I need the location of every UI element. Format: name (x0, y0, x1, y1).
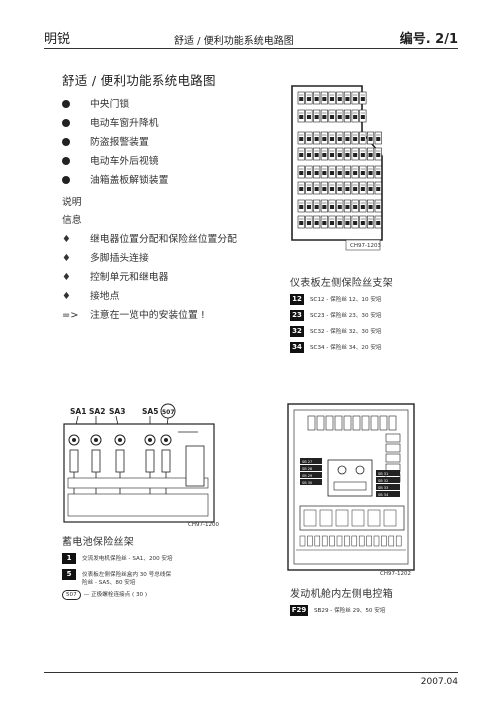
engine-caption: 发动机舱内左侧电控箱 (290, 589, 393, 600)
info-item: ♦控制单元和继电器 (62, 272, 169, 283)
bullet-dot-icon (62, 176, 70, 184)
engine-fuse-slot (343, 415, 352, 431)
battery-label-sa5: SA5 (142, 407, 158, 416)
engine-slot-label: SB 29 (302, 474, 312, 478)
footer-rule (44, 672, 458, 673)
panel-caption: 仪表板左侧保险丝支架 (290, 278, 393, 289)
info-item: ♦继电器位置分配和保险丝位置分配 (62, 234, 237, 245)
diamond-icon: ♦ (62, 291, 71, 302)
engine-slot-label: SB 28 (302, 467, 312, 471)
bullet-dot-icon (62, 100, 70, 108)
engine-code: CH97-1202 (380, 571, 411, 577)
engine-fuse-slot (370, 415, 379, 431)
feature-item: 中央门锁 (62, 96, 129, 110)
diamond-icon: ♦ (62, 253, 71, 264)
battery-label-sa1: SA1 (70, 407, 86, 416)
engine-slot-label: SB 30 (302, 481, 312, 485)
panel-code: CH97-1203 (350, 243, 381, 249)
page-number: 编号. 2/1 (399, 32, 458, 47)
engine-fuse-slot (352, 415, 361, 431)
ground-marker-icon: 507 (62, 590, 81, 600)
engine-slot-label: SB 34 (378, 493, 389, 497)
engine-fuse-slot (361, 415, 370, 431)
engine-fuse-slot (334, 415, 343, 431)
info-note: =>注意在一览中的安装位置 ! (62, 310, 205, 321)
battery-label-sa3: SA3 (109, 407, 125, 416)
info-item: ♦接地点 (62, 291, 120, 302)
brand-name: 明锐 (44, 32, 71, 47)
engine-fuse-slot (316, 415, 325, 431)
battery-caption: 蓄电池保险丝架 (62, 537, 135, 548)
engine-slot-label: SB 32 (378, 479, 388, 483)
bullet-dot-icon (62, 138, 70, 146)
notes-label: 说明 (62, 197, 82, 208)
feature-item: 电动车外后视镜 (62, 153, 159, 167)
battery-fuse-diagram: SA1 SA2 SA3 SA5 507 (63, 403, 215, 523)
engine-box-diagram: SB 27 SB 28 SB 29 SB 30 SB 31 SB 32 SB 33 SB 34 (287, 403, 415, 571)
info-label: 信息 (62, 215, 82, 226)
battery-label-507: 507 (162, 409, 175, 416)
page-title: 舒适 / 便利功能系统电路图 (62, 73, 216, 88)
bullet-dot-icon (62, 119, 70, 127)
footer-date: 2007.04 (420, 677, 458, 687)
feature-item: 电动车窗升降机 (62, 115, 159, 129)
info-item: ♦多脚插头连接 (62, 253, 149, 264)
engine-fuse-slot (307, 415, 316, 431)
bullet-dot-icon (62, 157, 70, 165)
engine-slot-label: SB 27 (302, 460, 312, 464)
diamond-icon: ♦ (62, 234, 71, 245)
header-rule (44, 48, 458, 49)
ground-legend-item: 507— 正极螺栓连接点 ( 30 ) (62, 590, 147, 600)
diamond-icon: ♦ (62, 272, 71, 283)
feature-item: 油箱盖板解锁装置 (62, 172, 168, 186)
engine-slot-label: SB 33 (378, 486, 388, 490)
engine-fuse-slot (325, 415, 334, 431)
feature-item: 防盗报警装置 (62, 134, 149, 148)
panel-fuse-diagram (291, 85, 383, 251)
engine-slot-label: SB 31 (378, 472, 388, 476)
battery-label-sa2: SA2 (89, 407, 105, 416)
engine-fuse-slot (388, 415, 397, 431)
battery-code: CH97-1200 (188, 522, 219, 528)
section-title: 舒适 / 便利功能系统电路图 (174, 36, 294, 47)
battery-legend-item-cont: 险丝 - SA5、80 安培 (82, 580, 136, 586)
engine-fuse-slot (379, 415, 388, 431)
